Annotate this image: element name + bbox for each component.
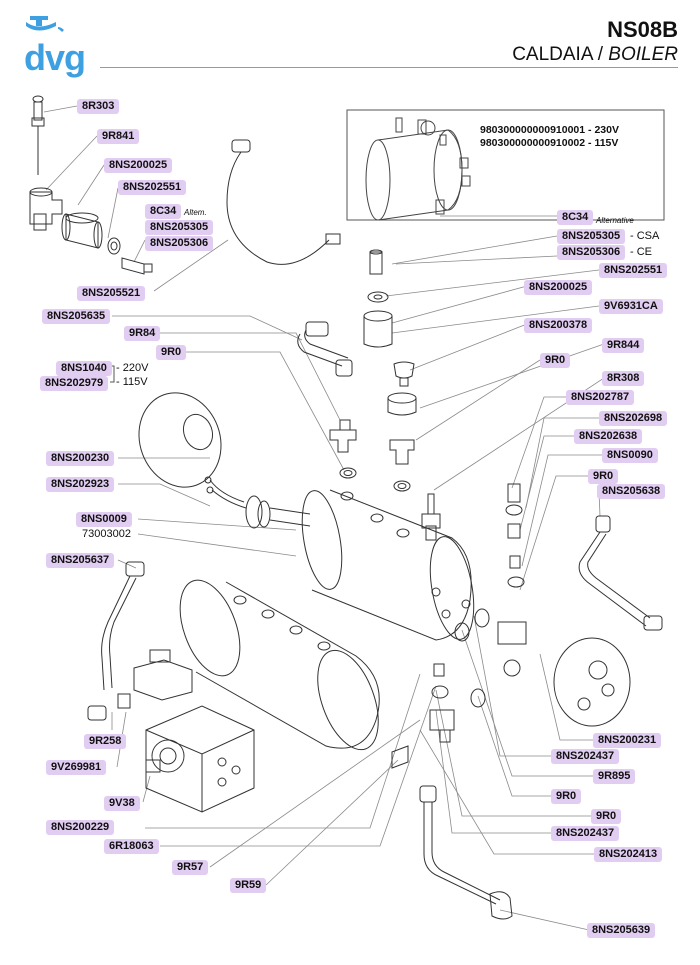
part-label-9R0-right-upper[interactable]: 9R0: [540, 353, 571, 368]
part-label-8NS1040[interactable]: 8NS1040: [56, 361, 112, 376]
gasket-disk-part: [138, 392, 222, 488]
part-label-8NS202437[interactable]: 8NS202437: [551, 749, 620, 764]
pressure-switch-part: [117, 649, 193, 709]
assembly-thumbnail: [365, 117, 471, 221]
part-label-8NS0090[interactable]: 8NS0090: [602, 448, 658, 463]
heating-element-part: [204, 476, 311, 529]
note-csa: - CSA: [630, 230, 660, 242]
alternative-note: Alternative: [596, 216, 634, 225]
part-label-9R0-right-middle[interactable]: 9R0: [588, 469, 619, 484]
level-probe-part: [363, 249, 417, 416]
header-rule: [100, 67, 678, 68]
logo-tap-icon: [26, 16, 64, 32]
part-label-9V269981[interactable]: 9V269981: [46, 760, 107, 775]
part-label-8R308[interactable]: 8R308: [602, 371, 645, 386]
part-label-8NS205637[interactable]: 8NS205637: [46, 553, 115, 568]
pipe-bottom-part: [419, 785, 513, 920]
pump-block-part: [145, 705, 255, 813]
sleeve-part: [61, 212, 103, 249]
part-label-8NS205521[interactable]: 8NS205521: [77, 286, 146, 301]
part-label-8NS200378[interactable]: 8NS200378: [524, 318, 593, 333]
part-label-9R258[interactable]: 9R258: [84, 734, 127, 749]
part-label-9R0[interactable]: 9R0: [156, 345, 187, 360]
fittings-column-part: [454, 483, 527, 677]
part-label-8R303[interactable]: 8R303: [77, 99, 120, 114]
brand-logo-text: dvg: [24, 37, 86, 78]
part-label-8NS202413[interactable]: 8NS202413: [594, 847, 663, 862]
part-label-8NS202979[interactable]: 8NS202979: [40, 376, 109, 391]
part-label-8C34[interactable]: 8C34: [145, 204, 182, 219]
part-label-9R57[interactable]: 9R57: [172, 860, 209, 875]
part-label-9R841[interactable]: 9R841: [97, 129, 140, 144]
part-label-8NS0009[interactable]: 8NS0009: [76, 512, 132, 527]
model-title: NS08B: [607, 17, 678, 42]
part-label-8C34-alt[interactable]: 8C34: [557, 210, 594, 225]
part-label-8NS205305[interactable]: 8NS205305: [145, 220, 214, 235]
tee-right-part: [389, 439, 441, 529]
gasket-disk-right-part: [553, 637, 631, 727]
part-label-9R844[interactable]: 9R844: [602, 338, 645, 353]
assembly-code-115v: 980300000000910002 - 115V: [480, 137, 619, 149]
part-label-8NS205639[interactable]: 8NS205639: [587, 923, 656, 938]
subtitle-separator: /: [597, 44, 604, 65]
part-label-6R18063[interactable]: 6R18063: [104, 839, 159, 854]
part-label-8NS202787[interactable]: 8NS202787: [566, 390, 635, 405]
subtitle-italian: CALDAIA: [512, 44, 593, 65]
part-label-9R895[interactable]: 9R895: [593, 769, 636, 784]
part-label-8NS202551[interactable]: 8NS202551: [118, 180, 187, 195]
part-label-8NS200229[interactable]: 8NS200229: [46, 820, 115, 835]
capillary-part: [226, 139, 341, 265]
part-label-8NS200231[interactable]: 8NS200231: [593, 733, 662, 748]
boiler-body-part: [301, 489, 475, 641]
leader-lines: [43, 105, 605, 931]
sensor-part: [121, 257, 153, 275]
part-label-8NS205638[interactable]: 8NS205638: [597, 484, 666, 499]
part-label-8NS200025-right[interactable]: 8NS200025: [524, 280, 593, 295]
page-subtitle: CALDAIA / BOILER: [512, 44, 678, 66]
subtitle-english: BOILER: [608, 44, 678, 65]
note-220v: - 220V: [116, 362, 149, 374]
note-ce: - CE: [630, 246, 652, 258]
part-label-8NS202638[interactable]: 8NS202638: [574, 429, 643, 444]
part-label-8NS205305-right[interactable]: 8NS205305: [557, 229, 626, 244]
pipe-left-part: [87, 561, 145, 721]
part-label-8NS200025[interactable]: 8NS200025: [104, 158, 173, 173]
part-label-8NS202698[interactable]: 8NS202698: [599, 411, 668, 426]
part-label-9R0-lower-left[interactable]: 9R0: [551, 789, 582, 804]
part-label-8NS202437-lower[interactable]: 8NS202437: [551, 826, 620, 841]
part-label-9V6931CA[interactable]: 9V6931CA: [599, 299, 663, 314]
assembly-code-230v: 980300000000910001 - 230V: [480, 124, 619, 136]
part-number-73003002: 73003002: [82, 528, 131, 540]
part-label-9V38[interactable]: 9V38: [104, 796, 140, 811]
insulation-part: [179, 579, 380, 751]
part-label-9R59[interactable]: 9R59: [230, 878, 267, 893]
altem-note: Altem.: [184, 208, 207, 217]
part-label-8NS205635[interactable]: 8NS205635: [42, 309, 111, 324]
note-115v: - 115V: [116, 376, 148, 388]
part-label-8NS202551-right[interactable]: 8NS202551: [599, 263, 668, 278]
part-label-9R84[interactable]: 9R84: [124, 326, 161, 341]
pipe-part: [297, 321, 353, 377]
part-label-8NS202923[interactable]: 8NS202923: [46, 477, 115, 492]
part-label-9R0-lower-right[interactable]: 9R0: [591, 809, 622, 824]
part-label-8NS205306[interactable]: 8NS205306: [145, 236, 214, 251]
tee-fitting-part: [29, 187, 63, 231]
part-label-8NS200230[interactable]: 8NS200230: [46, 451, 115, 466]
part-label-8NS205306-right[interactable]: 8NS205306: [557, 245, 626, 260]
lower-fittings-part: [391, 663, 486, 769]
probe-part: [31, 95, 45, 175]
pipe-right-part: [578, 515, 663, 631]
tee-part: [329, 419, 357, 479]
